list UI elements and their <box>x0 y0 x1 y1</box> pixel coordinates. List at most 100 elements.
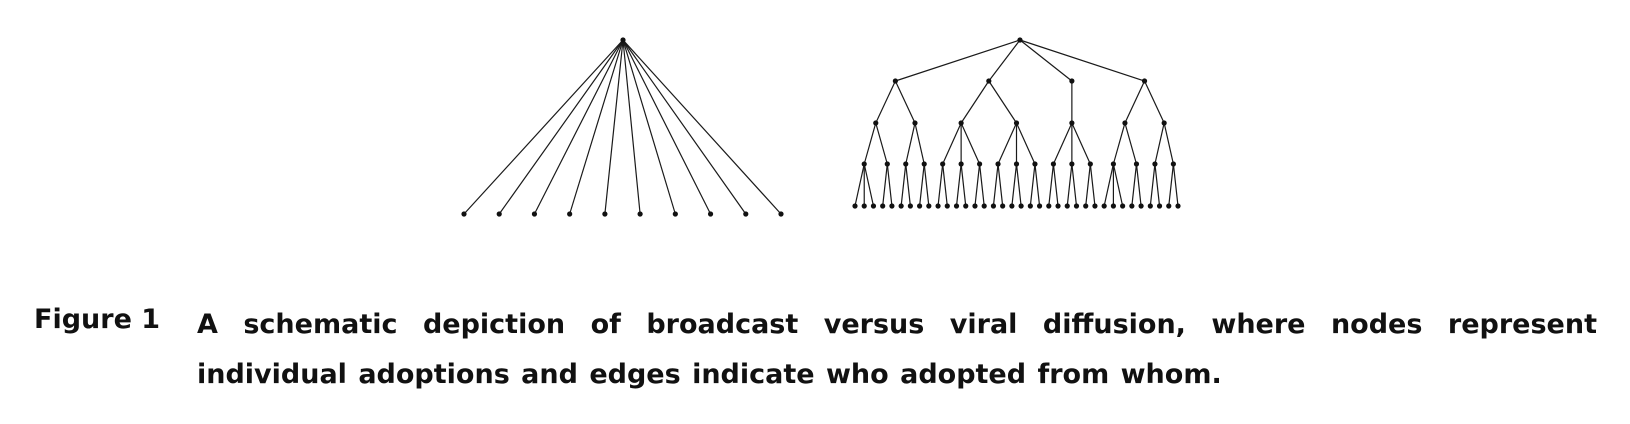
viral-edge <box>1124 122 1138 165</box>
broadcast-edge <box>622 39 712 215</box>
figure-label: Figure 1 <box>34 304 161 335</box>
broadcast-diffusion-tree <box>461 37 784 217</box>
broadcast-leaf-node <box>496 211 502 217</box>
viral-node <box>870 203 877 209</box>
viral-edge <box>1048 163 1055 207</box>
viral-node <box>1138 203 1144 209</box>
viral-edge <box>923 163 930 207</box>
viral-edge <box>1085 163 1091 207</box>
viral-edge <box>875 80 896 124</box>
viral-edge <box>1029 163 1036 207</box>
viral-node <box>1101 203 1107 209</box>
viral-node <box>1133 161 1140 167</box>
viral-edge <box>988 80 1018 124</box>
viral-edge <box>1172 163 1179 207</box>
viral-node <box>1000 203 1006 209</box>
viral-node <box>861 203 867 209</box>
viral-edge <box>1154 122 1165 165</box>
viral-edge <box>875 122 888 165</box>
viral-node <box>1027 203 1033 209</box>
viral-edge <box>992 163 999 207</box>
viral-node <box>1036 203 1043 209</box>
viral-node <box>880 203 886 209</box>
viral-edge <box>1034 163 1041 207</box>
viral-edge <box>997 163 1004 207</box>
viral-edge <box>960 122 981 165</box>
viral-edge <box>1015 163 1022 207</box>
broadcast-edge <box>622 39 676 215</box>
viral-edge <box>1066 163 1073 207</box>
viral-node <box>940 161 946 167</box>
viral-node <box>990 203 997 209</box>
viral-edge <box>905 163 911 207</box>
broadcast-edge <box>498 39 624 215</box>
broadcast-leaf-node <box>602 211 608 217</box>
viral-node <box>1166 203 1172 209</box>
viral-node <box>1141 78 1148 84</box>
viral-node <box>1064 203 1070 209</box>
viral-edge <box>900 163 907 207</box>
viral-edge <box>988 39 1021 82</box>
viral-edge <box>1052 163 1059 207</box>
viral-edge <box>854 163 865 207</box>
viral-edge <box>960 163 967 207</box>
viral-node <box>1175 203 1181 209</box>
viral-edge <box>974 163 981 207</box>
viral-node <box>986 78 992 84</box>
viral-node <box>953 203 960 209</box>
viral-edge <box>1019 39 1073 82</box>
viral-edge <box>1071 122 1091 165</box>
viral-edge <box>955 163 962 207</box>
viral-edge <box>942 122 962 165</box>
viral-edge <box>1168 163 1174 207</box>
viral-edge <box>882 163 888 207</box>
viral-node <box>1156 203 1163 209</box>
viral-node <box>935 203 941 209</box>
viral-edge <box>1124 80 1146 124</box>
viral-edge <box>1144 80 1165 124</box>
viral-node <box>976 161 983 167</box>
viral-edge <box>997 122 1018 165</box>
viral-node <box>1069 161 1075 167</box>
viral-node <box>972 203 978 209</box>
viral-edge <box>937 163 944 207</box>
broadcast-edge <box>622 39 782 215</box>
viral-node <box>926 203 932 209</box>
viral-node <box>1092 203 1098 209</box>
viral-node <box>873 120 879 126</box>
broadcast-edge <box>463 39 624 215</box>
broadcast-edge <box>533 39 624 215</box>
broadcast-edge <box>569 39 624 215</box>
broadcast-leaf-node <box>707 211 714 217</box>
diffusion-schematic <box>461 37 1181 217</box>
viral-edge <box>1015 122 1036 165</box>
viral-edge <box>1052 122 1073 165</box>
viral-node <box>1050 161 1057 167</box>
viral-node <box>1032 161 1038 167</box>
viral-node <box>981 203 987 209</box>
viral-edge <box>886 163 893 207</box>
viral-node <box>1087 161 1093 167</box>
viral-node <box>1152 161 1158 167</box>
broadcast-leaf-node <box>531 211 538 217</box>
viral-edge <box>1011 163 1018 207</box>
viral-edge <box>1135 163 1142 207</box>
viral-node <box>1013 161 1020 167</box>
viral-edge <box>905 122 916 165</box>
viral-edge <box>919 163 925 207</box>
broadcast-leaf-node <box>637 211 643 217</box>
viral-root-node <box>1017 37 1023 43</box>
viral-node <box>1110 161 1116 167</box>
viral-node <box>889 203 895 209</box>
viral-edge <box>1112 163 1124 207</box>
viral-node <box>898 203 904 209</box>
viral-node <box>1046 203 1052 209</box>
viral-node <box>1129 203 1135 209</box>
viral-node <box>1073 203 1080 209</box>
viral-edge <box>1071 163 1078 207</box>
viral-edge <box>894 80 916 124</box>
viral-edge <box>863 163 875 207</box>
viral-node <box>852 203 858 209</box>
viral-node <box>921 161 927 167</box>
viral-node <box>907 203 913 209</box>
